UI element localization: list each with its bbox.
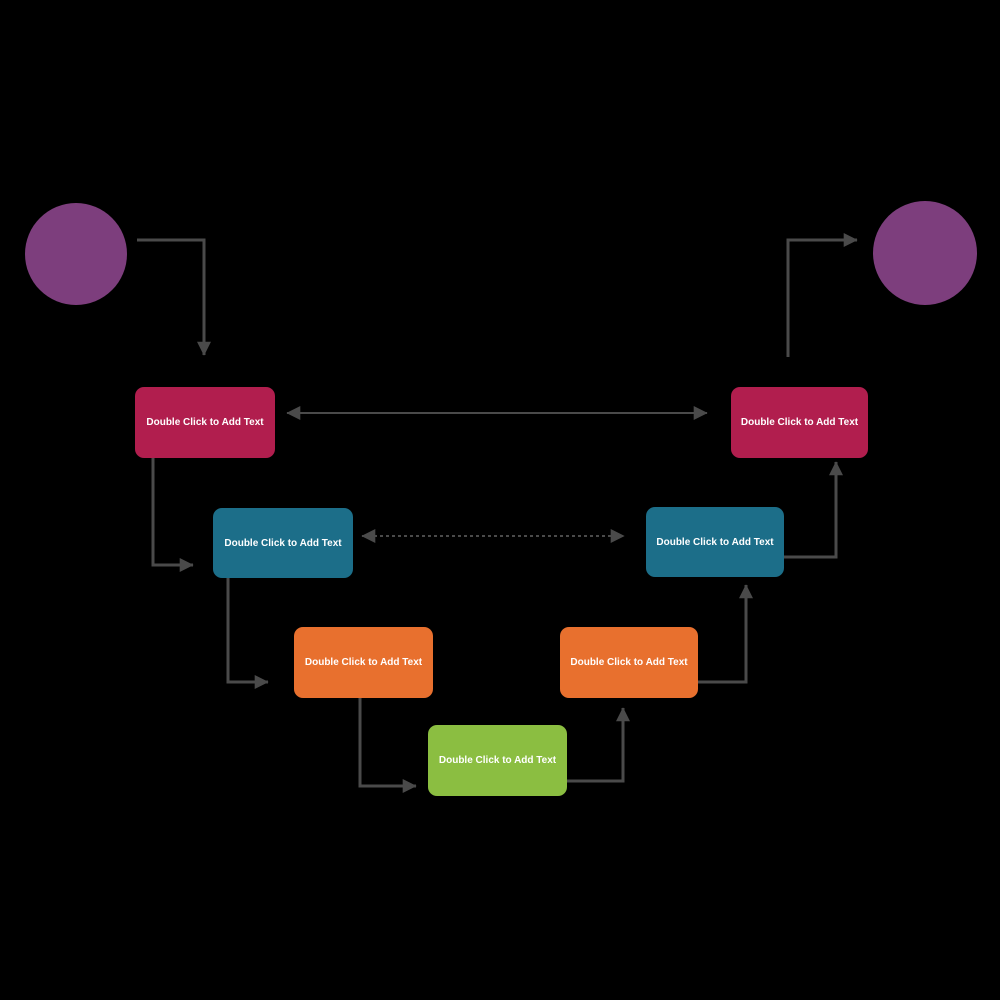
flow-box-crimson-right[interactable]: Double Click to Add Text — [731, 387, 868, 458]
flow-box-label: Double Click to Add Text — [740, 417, 859, 428]
connector-crimson-left-to-teal-left[interactable] — [151, 457, 194, 572]
flow-box-label: Double Click to Add Text — [304, 657, 423, 668]
flow-box-teal-right[interactable]: Double Click to Add Text — [646, 507, 784, 577]
connector-green-to-orange-right[interactable] — [567, 707, 630, 783]
start-terminator-circle[interactable] — [25, 203, 127, 305]
flow-box-label: Double Click to Add Text — [146, 417, 264, 428]
flow-box-orange-left[interactable]: Double Click to Add Text — [294, 627, 433, 698]
flow-box-crimson-left[interactable]: Double Click to Add Text — [135, 387, 275, 458]
flow-box-orange-right[interactable]: Double Click to Add Text — [560, 627, 698, 698]
flow-box-green-center[interactable]: Double Click to Add Text — [428, 725, 567, 796]
connector-crimson-right-to-end[interactable] — [786, 233, 858, 357]
connector-start-to-crimson-left[interactable] — [137, 238, 211, 356]
connector-orange-left-to-green[interactable] — [358, 698, 417, 793]
flow-box-label: Double Click to Add Text — [224, 537, 342, 549]
flow-box-teal-left[interactable]: Double Click to Add Text — [213, 508, 353, 578]
flow-box-label: Double Click to Add Text — [570, 657, 688, 668]
connector-teal-left-to-orange-left[interactable] — [226, 578, 269, 689]
flow-box-label: Double Click to Add Text — [438, 755, 557, 766]
connector-orange-right-to-teal-right[interactable] — [698, 584, 753, 684]
connector-teal-right-to-crimson-right[interactable] — [784, 461, 843, 559]
flow-box-label: Double Click to Add Text — [656, 536, 774, 548]
end-terminator-circle[interactable] — [873, 201, 977, 305]
